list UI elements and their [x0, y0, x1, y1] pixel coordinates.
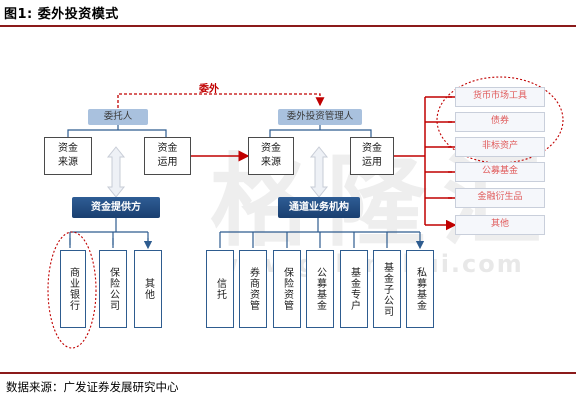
figure-title: 图1: 委外投资模式 — [4, 7, 119, 22]
asset-derivatives: 金融衍生品 — [455, 188, 545, 208]
asset-mutual-fund: 公募基金 — [455, 162, 545, 182]
asset-bonds: 债券 — [455, 112, 545, 132]
highlight-ellipse-assets — [436, 76, 564, 164]
client-funds-source: 资金来源 — [44, 137, 92, 175]
delegate-arrow — [117, 93, 325, 108]
asset-other: 其他 — [455, 215, 545, 235]
provider-other: 其他 — [134, 250, 162, 328]
channel-private-fund: 私募基金 — [406, 250, 434, 328]
client-header: 委托人 — [88, 109, 148, 125]
asset-money-market: 货币市场工具 — [455, 87, 545, 107]
top-rule — [0, 25, 576, 27]
provider-insurance: 保险公司 — [99, 250, 127, 328]
channel-mutual-fund: 公募基金 — [306, 250, 334, 328]
highlight-ellipse-bank — [47, 231, 97, 349]
client-provider-arrow — [106, 146, 126, 198]
bottom-rule — [0, 372, 576, 374]
channel-insurance-am: 保险资管 — [273, 250, 301, 328]
source-note: 数据来源：广发证券发展研究中心 — [6, 380, 179, 394]
client-bracket — [67, 129, 167, 137]
channel-trust: 信托 — [206, 250, 234, 328]
manager-funds-use: 资金运用 — [350, 137, 394, 175]
manager-funds-use-label: 资金运用 — [362, 142, 382, 169]
fund-provider-box: 资金提供方 — [72, 197, 160, 218]
client-funds-use-label: 资金运用 — [157, 142, 178, 169]
delegate-label: 委外 — [199, 84, 219, 95]
channel-broker-am: 券商资管 — [239, 250, 267, 328]
asset-non-standard: 非标资产 — [455, 137, 545, 157]
manager-funds-source-label: 资金来源 — [261, 142, 281, 169]
client-funds-use: 资金运用 — [144, 137, 191, 175]
asset-fanout — [394, 96, 452, 226]
channel-fund-account: 基金专户 — [340, 250, 368, 328]
manager-channel-arrow — [309, 146, 329, 198]
client-funds-source-label: 资金来源 — [58, 142, 78, 169]
channel-box: 通道业务机构 — [278, 197, 360, 218]
channel-fund-subsidiary: 基金子公司 — [373, 250, 401, 328]
manager-header: 委外投资管理人 — [278, 109, 362, 125]
manager-funds-source: 资金来源 — [248, 137, 294, 175]
provider-bank: 商业银行 — [60, 250, 86, 328]
